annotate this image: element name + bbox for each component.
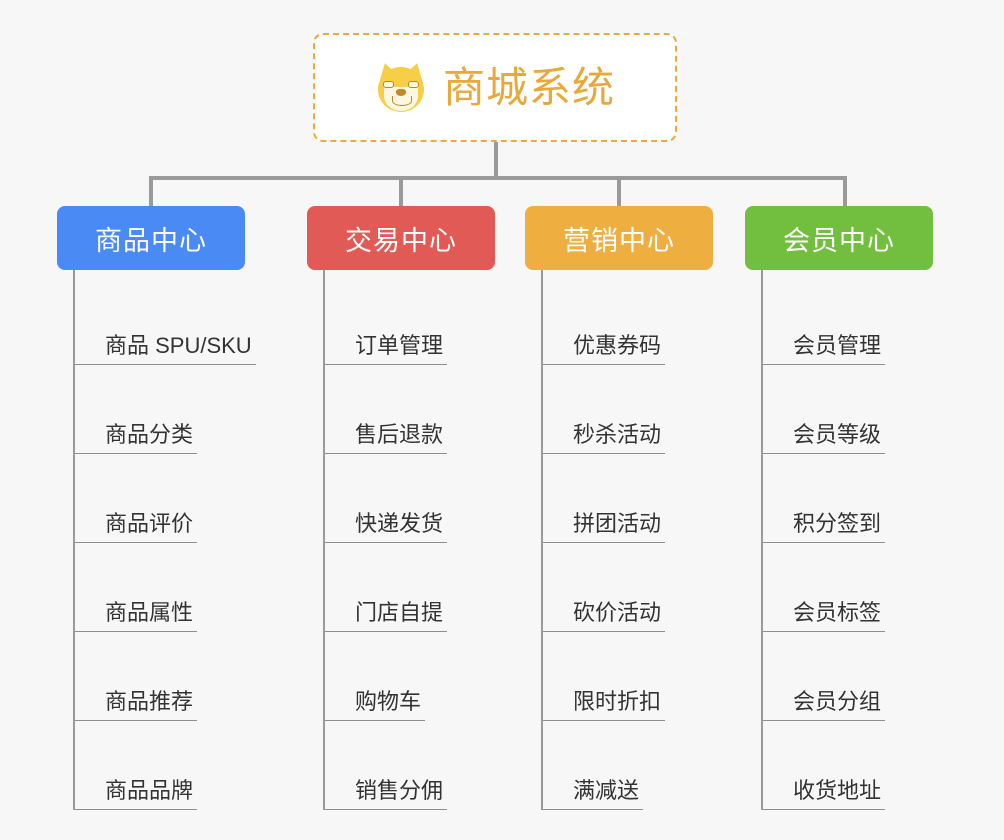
leaf-underline [325, 808, 447, 810]
leaf-item[interactable]: 商品分类 [75, 365, 245, 454]
root-node[interactable]: 商城系统 [313, 33, 677, 142]
leaf-list-4: 会员管理 会员等级 积分签到 会员标签 会员分组 收货地址 [761, 270, 933, 810]
leaf-item[interactable]: 销售分佣 [325, 721, 495, 810]
branch-header-1[interactable]: 商品中心 [57, 206, 245, 270]
leaf-label: 商品品牌 [105, 777, 194, 803]
leaf-item[interactable]: 商品推荐 [75, 632, 245, 721]
leaf-item[interactable]: 订单管理 [325, 276, 495, 365]
leaf-underline [543, 719, 665, 721]
leaf-item[interactable]: 积分签到 [763, 454, 933, 543]
leaf-label: 商品评价 [105, 510, 194, 536]
leaf-item[interactable]: 会员分组 [763, 632, 933, 721]
connector-drop-4 [843, 176, 847, 210]
leaf-underline [763, 363, 885, 365]
leaf-underline [763, 719, 885, 721]
leaf-list-1: 商品 SPU/SKU 商品分类 商品评价 商品属性 商品推荐 商品品牌 [73, 270, 256, 810]
connector-root-stem [494, 142, 498, 179]
leaf-item[interactable]: 会员等级 [763, 365, 933, 454]
leaf-item[interactable]: 商品评价 [75, 454, 245, 543]
leaf-item[interactable]: 收货地址 [763, 721, 933, 810]
leaf-label: 优惠券码 [573, 332, 662, 358]
branch-header-4[interactable]: 会员中心 [745, 206, 933, 270]
branch-column-4: 会员中心 会员管理 会员等级 积分签到 会员标签 会员分组 收货地址 [745, 206, 933, 810]
leaf-label: 销售分佣 [355, 777, 444, 803]
shiba-dog-icon [375, 60, 427, 114]
leaf-list-2: 订单管理 售后退款 快递发货 门店自提 购物车 销售分佣 [323, 270, 495, 810]
leaf-label: 满减送 [573, 777, 640, 803]
branch-column-1: 商品中心 商品 SPU/SKU 商品分类 商品评价 商品属性 商品推荐 商品品牌 [57, 206, 256, 810]
leaf-underline [543, 452, 665, 454]
leaf-label: 订单管理 [355, 332, 444, 358]
leaf-underline [75, 363, 256, 365]
leaf-item[interactable]: 优惠券码 [543, 276, 713, 365]
leaf-underline [763, 541, 885, 543]
leaf-underline [75, 808, 197, 810]
connector-drop-1 [149, 176, 153, 210]
leaf-underline [763, 452, 885, 454]
connector-drop-2 [399, 176, 403, 210]
leaf-underline [325, 541, 447, 543]
leaf-item[interactable]: 购物车 [325, 632, 495, 721]
leaf-item[interactable]: 拼团活动 [543, 454, 713, 543]
connector-horizontal-bus [149, 176, 847, 180]
leaf-label: 积分签到 [793, 510, 882, 536]
root-title: 商城系统 [442, 63, 615, 111]
leaf-underline [543, 808, 643, 810]
leaf-item[interactable]: 会员标签 [763, 543, 933, 632]
leaf-item[interactable]: 门店自提 [325, 543, 495, 632]
leaf-label: 商品 SPU/SKU [105, 332, 252, 358]
leaf-label: 会员等级 [793, 421, 882, 447]
leaf-label: 拼团活动 [573, 510, 662, 536]
leaf-label: 会员分组 [793, 688, 882, 714]
leaf-underline [75, 541, 197, 543]
leaf-underline [543, 630, 665, 632]
branch-header-2[interactable]: 交易中心 [307, 206, 495, 270]
leaf-item[interactable]: 限时折扣 [543, 632, 713, 721]
leaf-label: 售后退款 [355, 421, 444, 447]
leaf-item[interactable]: 商品品牌 [75, 721, 245, 810]
leaf-label: 商品属性 [105, 599, 194, 625]
leaf-item[interactable]: 秒杀活动 [543, 365, 713, 454]
leaf-item[interactable]: 满减送 [543, 721, 713, 810]
branch-column-3: 营销中心 优惠券码 秒杀活动 拼团活动 砍价活动 限时折扣 满减送 [525, 206, 713, 810]
leaf-item[interactable]: 快递发货 [325, 454, 495, 543]
leaf-underline [543, 541, 665, 543]
leaf-item[interactable]: 会员管理 [763, 276, 933, 365]
leaf-underline [325, 452, 447, 454]
leaf-label: 会员管理 [793, 332, 882, 358]
leaf-label: 快递发货 [355, 510, 444, 536]
leaf-item[interactable]: 砍价活动 [543, 543, 713, 632]
leaf-label: 秒杀活动 [573, 421, 662, 447]
leaf-label: 购物车 [355, 688, 422, 714]
leaf-label: 收货地址 [793, 777, 882, 803]
connector-drop-3 [617, 176, 621, 210]
leaf-underline [325, 363, 447, 365]
leaf-underline [75, 452, 197, 454]
leaf-label: 门店自提 [355, 599, 444, 625]
leaf-item[interactable]: 商品 SPU/SKU [75, 276, 256, 365]
leaf-item[interactable]: 售后退款 [325, 365, 495, 454]
leaf-item[interactable]: 商品属性 [75, 543, 245, 632]
leaf-underline [75, 719, 197, 721]
leaf-underline [763, 630, 885, 632]
leaf-underline [325, 630, 447, 632]
leaf-list-3: 优惠券码 秒杀活动 拼团活动 砍价活动 限时折扣 满减送 [541, 270, 713, 810]
leaf-underline [543, 363, 665, 365]
leaf-label: 砍价活动 [573, 599, 662, 625]
branch-column-2: 交易中心 订单管理 售后退款 快递发货 门店自提 购物车 销售分佣 [307, 206, 495, 810]
leaf-underline [325, 719, 425, 721]
leaf-underline [763, 808, 885, 810]
leaf-label: 会员标签 [793, 599, 882, 625]
leaf-label: 限时折扣 [573, 688, 662, 714]
leaf-label: 商品推荐 [105, 688, 194, 714]
leaf-label: 商品分类 [105, 421, 194, 447]
leaf-underline [75, 630, 197, 632]
branch-header-3[interactable]: 营销中心 [525, 206, 713, 270]
